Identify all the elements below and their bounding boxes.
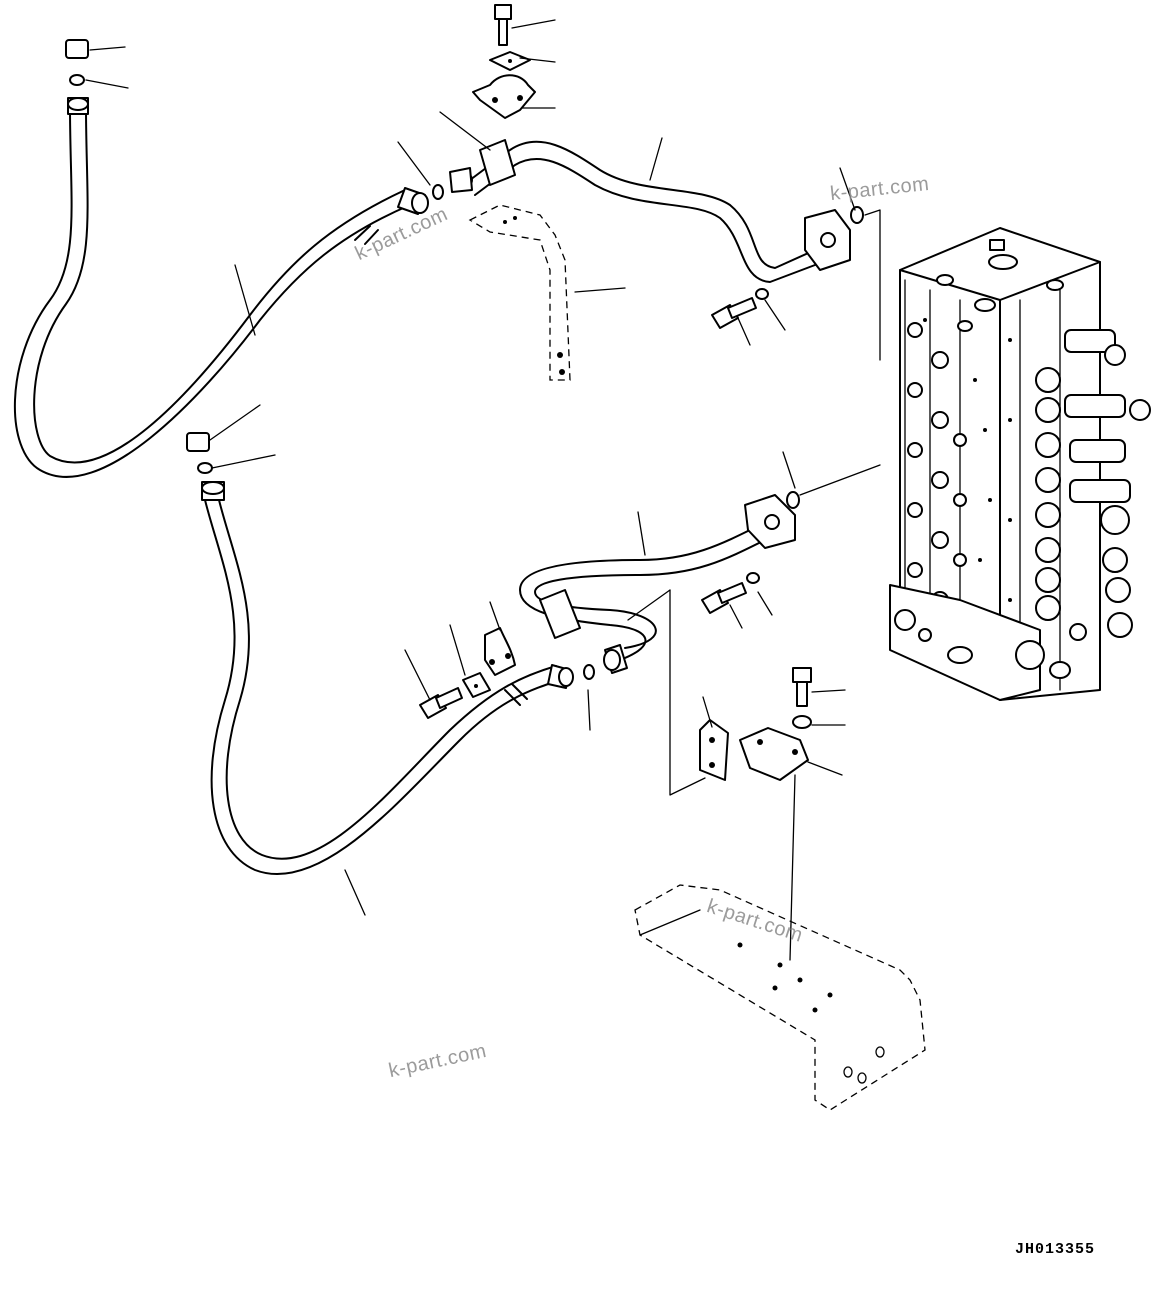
valve-ports-left bbox=[907, 322, 967, 609]
bracket-upper[interactable] bbox=[468, 204, 571, 381]
hose-lower[interactable] bbox=[201, 481, 574, 876]
o-ring[interactable] bbox=[432, 184, 864, 680]
bolt-lower-clamp[interactable] bbox=[419, 687, 463, 719]
valve-spools-right bbox=[1035, 329, 1151, 638]
tube-lower[interactable] bbox=[519, 494, 796, 674]
tube-upper[interactable] bbox=[449, 139, 851, 283]
bolt-top[interactable] bbox=[494, 4, 512, 46]
frame-plate[interactable] bbox=[634, 884, 926, 1111]
control-valve[interactable] bbox=[889, 227, 1151, 701]
bracket-lower[interactable] bbox=[699, 719, 809, 781]
leader-lines bbox=[85, 19, 856, 916]
drawing-number: JH013355 bbox=[1014, 1241, 1095, 1258]
clamp-plate-lower[interactable] bbox=[462, 672, 491, 698]
plug[interactable] bbox=[65, 39, 213, 474]
clamp-lower[interactable] bbox=[484, 627, 516, 676]
clamp-plate-top[interactable] bbox=[489, 51, 531, 71]
bolt-bracket[interactable] bbox=[792, 667, 812, 729]
hose-upper[interactable] bbox=[13, 97, 429, 478]
clamp-top[interactable] bbox=[472, 74, 536, 119]
bolt-lower-flange[interactable] bbox=[701, 572, 760, 614]
